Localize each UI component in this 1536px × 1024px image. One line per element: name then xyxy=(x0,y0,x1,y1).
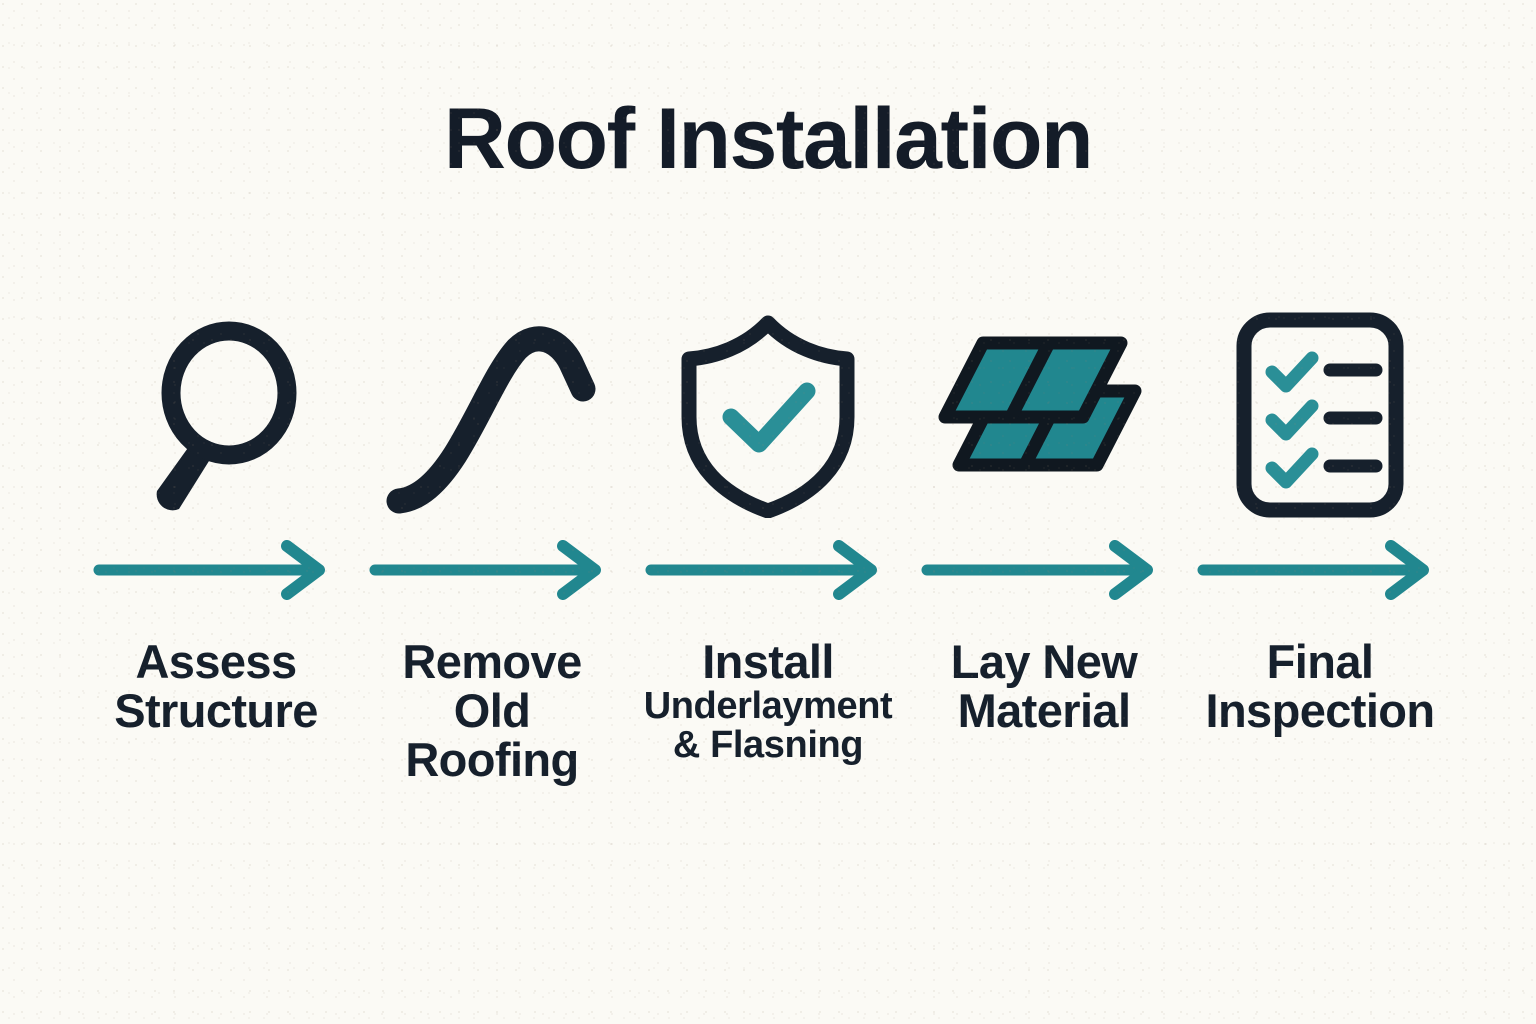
step-5-arrow-slot xyxy=(1182,530,1458,610)
shingle-layers-icon xyxy=(938,336,1141,472)
arrow-right-icon xyxy=(645,540,877,600)
process-step-2: Remove Old Roofing xyxy=(354,300,630,785)
step-3-icon-slot xyxy=(630,300,906,530)
step-2-line-3: Roofing xyxy=(405,732,579,786)
step-2-line-2: Old xyxy=(453,683,531,737)
step-5-line-2: Inspection xyxy=(1205,683,1435,737)
step-3-label: Install Underlayment & Flasning xyxy=(638,635,898,767)
process-step-3: Install Underlayment & Flasning xyxy=(630,300,906,785)
step-4-line-2: Material xyxy=(957,683,1131,737)
arrow-right-icon xyxy=(369,540,601,600)
process-step-5: Final Inspection xyxy=(1182,300,1458,785)
step-1-line-1: Assess xyxy=(135,635,297,688)
step-2-line-1: Remove xyxy=(402,635,582,688)
process-steps: Assess Structure Remove Old Roofing xyxy=(78,300,1460,785)
step-1-arrow-slot xyxy=(78,530,354,610)
checklist-document-icon xyxy=(1236,312,1404,518)
shield-check-icon xyxy=(681,315,855,518)
arrow-right-icon xyxy=(921,540,1153,600)
step-4-line-1: Lay New xyxy=(950,635,1138,688)
step-3-arrow-slot xyxy=(630,530,906,610)
step-5-icon-slot xyxy=(1182,300,1458,530)
process-step-1: Assess Structure xyxy=(78,300,354,785)
step-5-line-1: Final xyxy=(1266,635,1374,688)
step-2-label: Remove Old Roofing xyxy=(362,635,622,786)
page-title: Roof Installation xyxy=(443,91,1094,187)
arrow-right-icon xyxy=(93,540,325,600)
step-4-label: Lay New Material xyxy=(914,635,1174,737)
step-5-label: Final Inspection xyxy=(1190,635,1450,737)
step-3-line-1: Install xyxy=(702,635,834,688)
crowbar-icon xyxy=(386,326,595,514)
magnifying-glass-icon xyxy=(156,321,296,511)
step-3-line-3: & Flasning xyxy=(672,724,864,767)
step-2-arrow-slot xyxy=(354,530,630,610)
step-2-icon-slot xyxy=(354,300,630,530)
step-3-line-2: Underlayment xyxy=(643,684,893,727)
step-1-icon-slot xyxy=(78,300,354,530)
step-1-label: Assess Structure xyxy=(86,635,346,737)
arrow-right-icon xyxy=(1197,540,1429,600)
step-4-icon-slot xyxy=(906,300,1182,530)
step-4-arrow-slot xyxy=(906,530,1182,610)
step-1-line-2: Structure xyxy=(114,683,318,737)
process-step-4: Lay New Material xyxy=(906,300,1182,785)
